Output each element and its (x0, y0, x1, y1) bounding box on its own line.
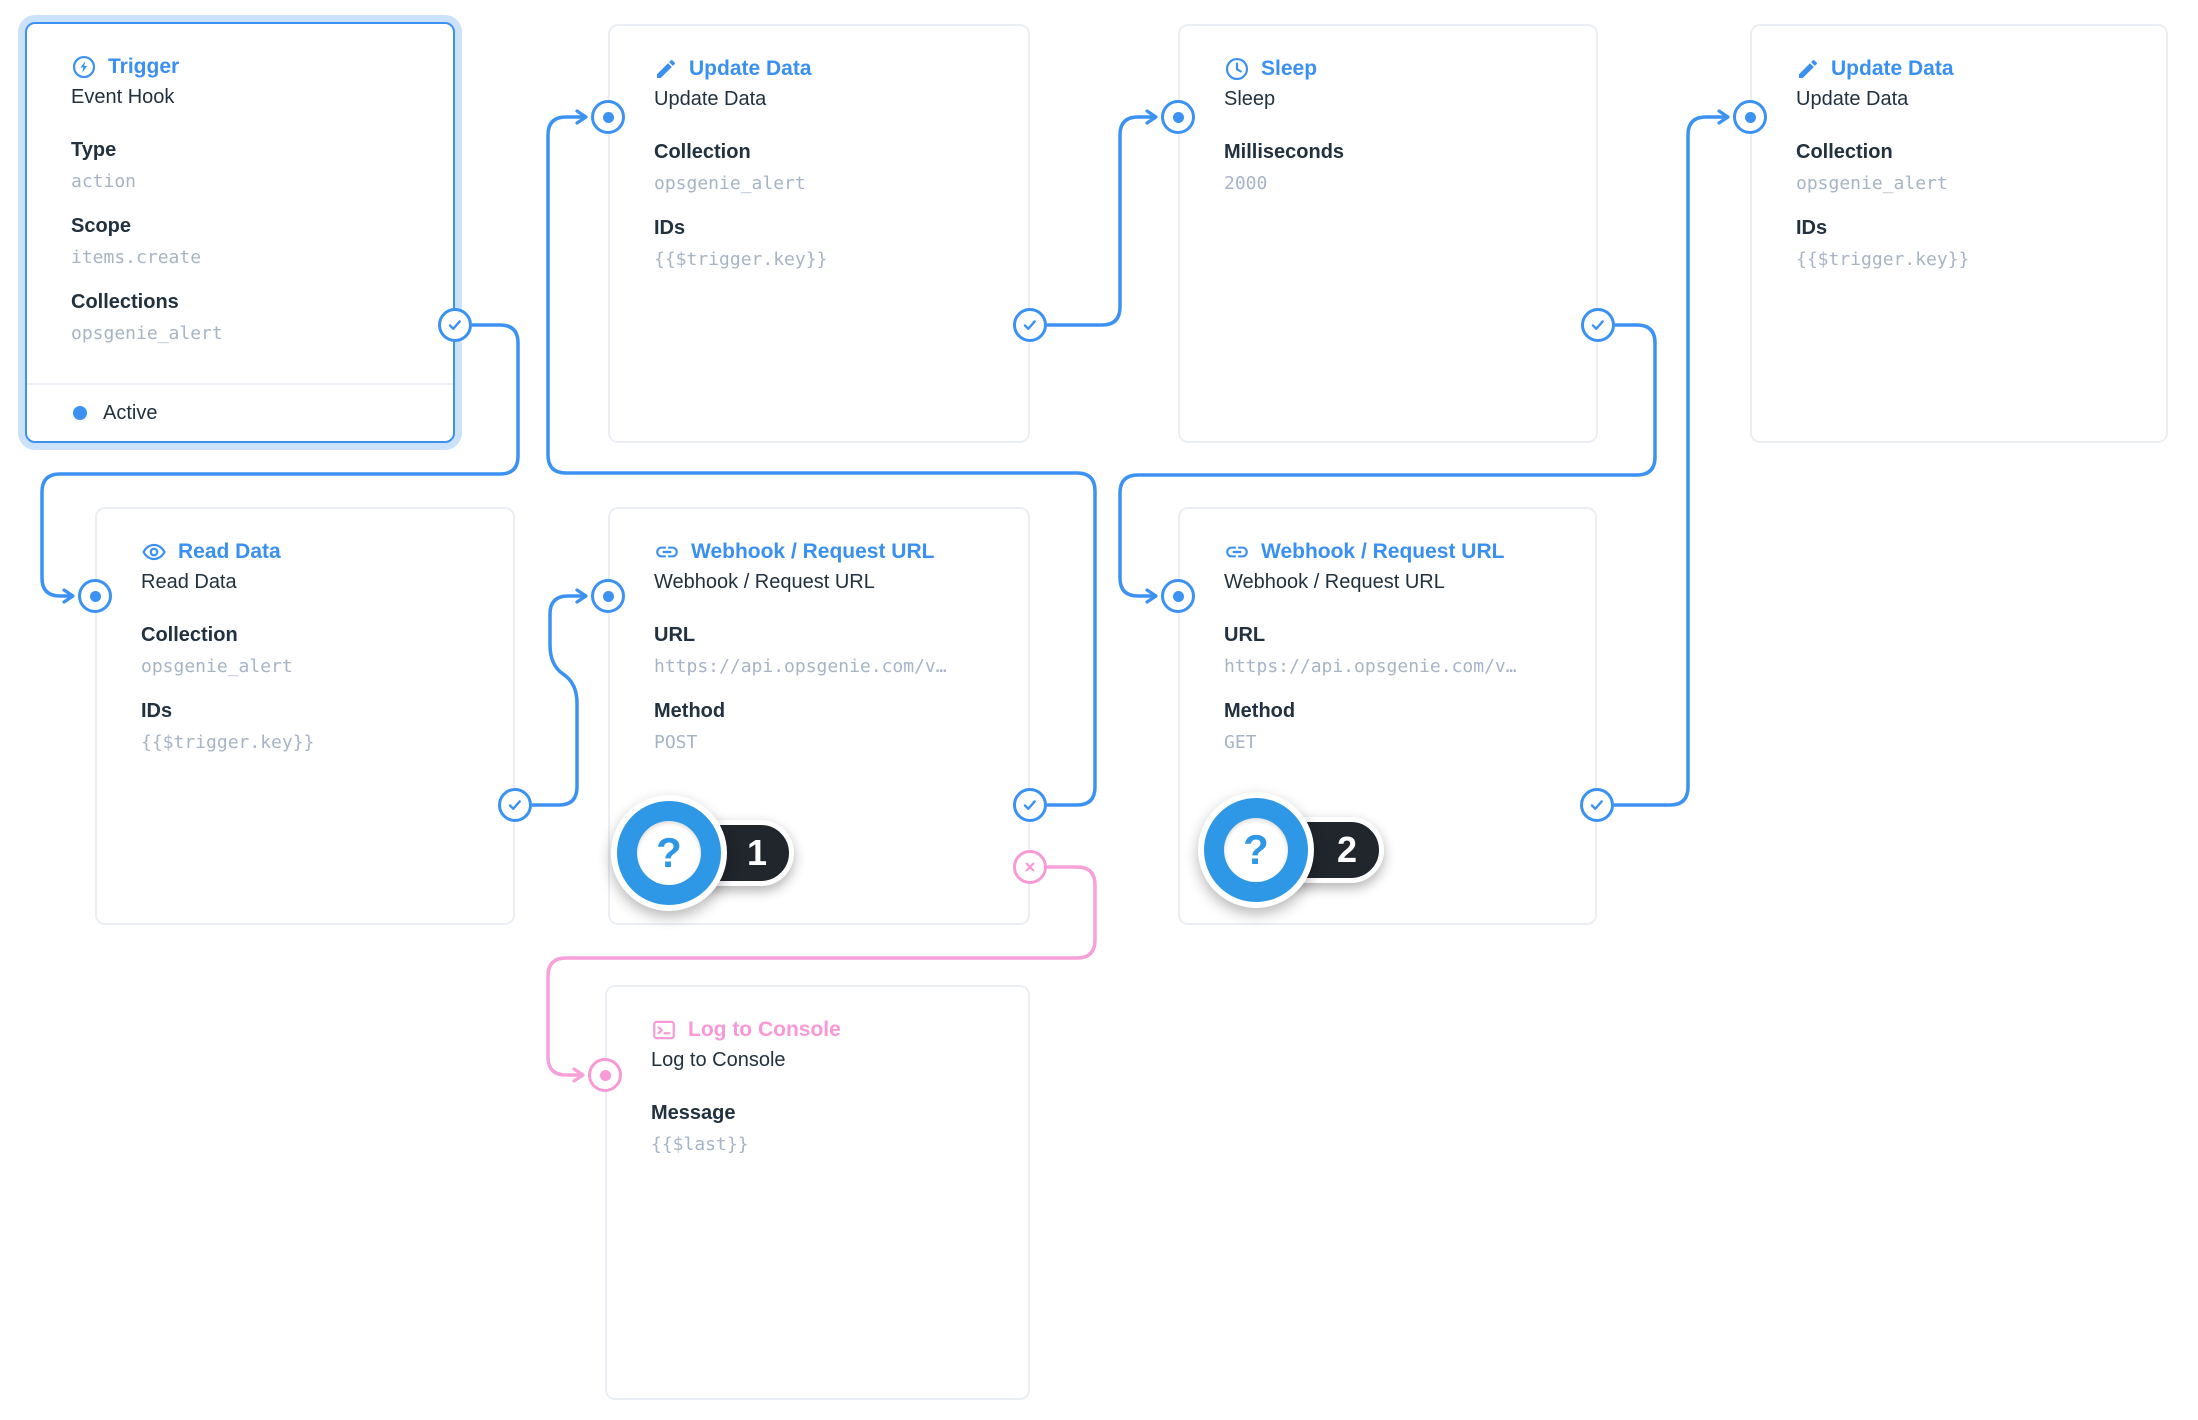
field-ids: IDs {{$trigger.key}} (141, 700, 315, 753)
node-update-data-1[interactable]: Update Data Update Data Collection opsge… (608, 24, 1030, 443)
port-webhook-get-resolve[interactable] (1580, 788, 1614, 822)
port-read-data-resolve[interactable] (498, 788, 532, 822)
field-milliseconds: Milliseconds 2000 (1224, 141, 1345, 194)
port-update-data-1-input[interactable] (591, 100, 625, 134)
node-webhook-post[interactable]: Webhook / Request URL Webhook / Request … (608, 507, 1030, 925)
node-subtitle: Webhook / Request URL (1224, 571, 1445, 593)
badge-count: 1 (746, 832, 767, 873)
wire-webhook-get-to-update-data-2 (1614, 109, 1730, 807)
field-collection: Collection opsgenie_alert (654, 141, 806, 194)
node-subtitle: Sleep (1224, 88, 1276, 110)
question-badge-icon: ? (1198, 792, 1314, 908)
node-log-to-console[interactable]: Log to Console Log to Console Message {{… (605, 985, 1030, 1400)
node-title: Trigger (71, 53, 453, 81)
clock-icon (1224, 56, 1250, 82)
node-subtitle: Update Data (1796, 88, 1909, 110)
node-title-label: Webhook / Request URL (691, 540, 935, 563)
field-collections: Collections opsgenie_alert (71, 291, 223, 344)
wire-trigger-to-read-data (40, 323, 520, 604)
wire-sleep-to-webhook-get (1118, 323, 1657, 604)
port-webhook-get-input[interactable] (1161, 579, 1195, 613)
link-icon (654, 539, 680, 565)
node-title: Webhook / Request URL (654, 538, 1028, 566)
pencil-icon (1796, 57, 1820, 81)
node-subtitle: Log to Console (651, 1049, 786, 1071)
node-title: Read Data (141, 538, 513, 566)
node-title: Log to Console (651, 1016, 1028, 1044)
field-scope: Scope items.create (71, 215, 202, 268)
port-update-data-1-resolve[interactable] (1013, 308, 1047, 342)
port-sleep-resolve[interactable] (1581, 308, 1615, 342)
badge-count: 2 (1336, 829, 1357, 870)
wire-update-data-1-to-sleep (1047, 109, 1158, 327)
eye-icon (141, 539, 167, 565)
node-subtitle: Read Data (141, 571, 237, 593)
node-read-data[interactable]: Read Data Read Data Collection opsgenie_… (95, 507, 515, 925)
trigger-status: Active (27, 383, 453, 441)
node-trigger[interactable]: Trigger Event Hook Type action Scope ite… (25, 22, 455, 443)
question-badge-icon: ? (611, 795, 727, 911)
wire-webhook-post-to-update-data-1 (546, 109, 1097, 807)
port-webhook-post-resolve[interactable] (1013, 788, 1047, 822)
node-title-label: Read Data (178, 540, 281, 563)
field-method: Method GET (1224, 700, 1296, 753)
bolt-circle-icon (71, 54, 97, 80)
status-label: Active (103, 401, 158, 424)
field-type: Type action (71, 139, 137, 192)
field-ids: IDs {{$trigger.key}} (1796, 217, 1970, 270)
port-read-data-input[interactable] (78, 579, 112, 613)
field-collection: Collection opsgenie_alert (141, 624, 293, 677)
node-title: Webhook / Request URL (1224, 538, 1595, 566)
port-sleep-input[interactable] (1161, 100, 1195, 134)
port-webhook-post-input[interactable] (591, 579, 625, 613)
field-message: Message {{$last}} (651, 1102, 749, 1155)
port-trigger-resolve[interactable] (438, 308, 472, 342)
node-title-label: Update Data (689, 57, 812, 80)
pencil-icon (654, 57, 678, 81)
field-url: URL https://api.opsgenie.com/v… (654, 624, 947, 677)
node-subtitle: Update Data (654, 88, 767, 110)
field-method: Method POST (654, 700, 726, 753)
field-ids: IDs {{$trigger.key}} (654, 217, 828, 270)
wire-read-data-to-webhook-post (532, 588, 588, 807)
port-log-to-console-input[interactable] (588, 1058, 622, 1092)
node-update-data-2[interactable]: Update Data Update Data Collection opsge… (1750, 24, 2168, 443)
node-sleep[interactable]: Sleep Sleep Milliseconds 2000 (1178, 24, 1598, 443)
node-title-label: Webhook / Request URL (1261, 540, 1505, 563)
node-title-label: Update Data (1831, 57, 1954, 80)
field-collection: Collection opsgenie_alert (1796, 141, 1948, 194)
field-url: URL https://api.opsgenie.com/v… (1224, 624, 1517, 677)
node-subtitle: Webhook / Request URL (654, 571, 875, 593)
terminal-icon (651, 1017, 677, 1043)
node-title-label: Log to Console (688, 1018, 841, 1041)
link-icon (1224, 539, 1250, 565)
wire-webhook-post-reject-to-log (546, 865, 1097, 1083)
node-title: Update Data (654, 55, 1028, 83)
node-title-label: Trigger (108, 55, 180, 78)
node-title: Update Data (1796, 55, 2166, 83)
port-webhook-post-reject[interactable] (1013, 850, 1047, 884)
node-subtitle: Event Hook (71, 86, 175, 108)
port-update-data-2-input[interactable] (1733, 100, 1767, 134)
node-title: Sleep (1224, 55, 1596, 83)
status-dot-icon (73, 406, 87, 420)
node-title-label: Sleep (1261, 57, 1318, 80)
